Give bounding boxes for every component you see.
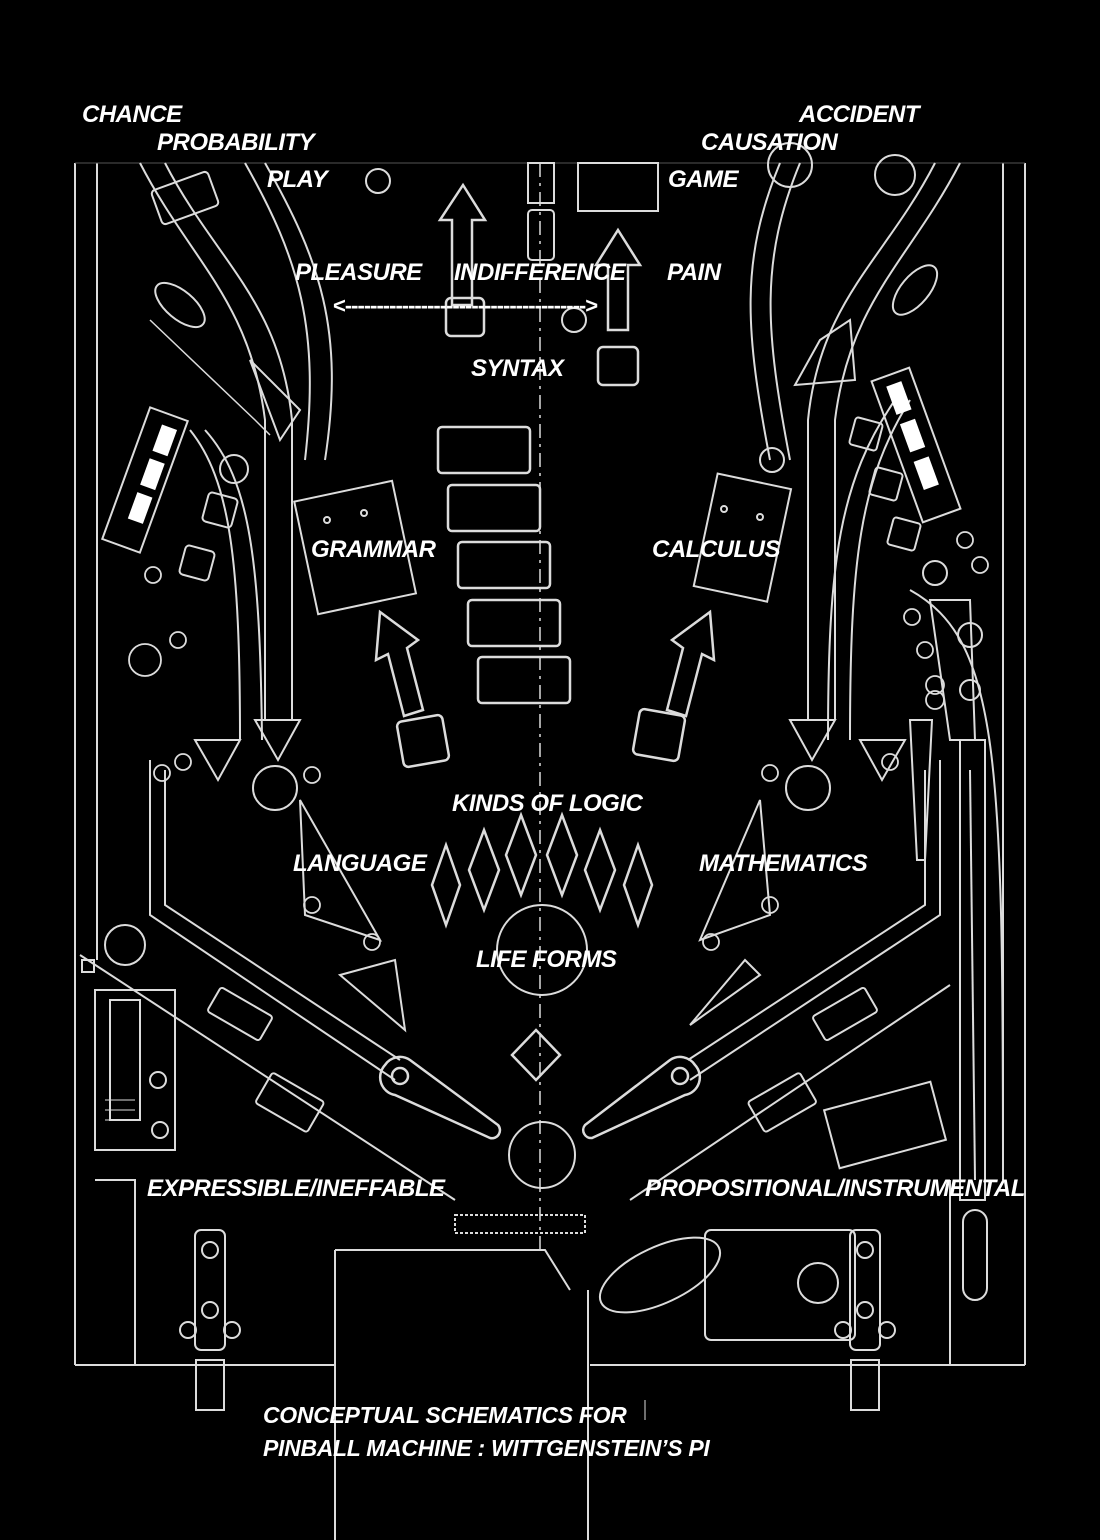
posts — [128, 531, 989, 951]
label-grammar: GRAMMAR — [311, 536, 436, 563]
caption-line-1: CONCEPTUAL SCHEMATICS FOR — [263, 1402, 627, 1428]
label-life-forms: LIFE FORMS — [476, 946, 617, 973]
label-syntax: SYNTAX — [471, 355, 564, 382]
spectrum-arrow: <--------------------------------------> — [333, 293, 598, 318]
right-mechanism — [454, 1214, 896, 1411]
left-ramps — [139, 162, 333, 741]
plates — [293, 472, 793, 616]
label-accident: ACCIDENT — [799, 101, 920, 128]
arrow-inserts — [374, 182, 716, 718]
right-ramps — [749, 162, 983, 741]
cabinet-frame — [74, 162, 1026, 1366]
left-mechanism — [81, 924, 241, 1411]
apron — [95, 1179, 951, 1540]
label-propositional-instrumental: PROPOSITIONAL/INSTRUMENTAL — [645, 1175, 1025, 1202]
center-circles — [496, 904, 588, 1189]
label-language: LANGUAGE — [293, 850, 427, 877]
label-game: GAME — [668, 166, 739, 193]
syntax-ladder — [436, 425, 572, 705]
label-chance: CHANCE — [82, 101, 182, 128]
logic-diamonds — [430, 811, 654, 1082]
label-indifference: INDIFFERENCE — [454, 259, 626, 286]
label-mathematics: MATHEMATICS — [699, 850, 868, 877]
label-play: PLAY — [267, 166, 328, 193]
label-calculus: CALCULUS — [652, 536, 781, 563]
slingshots — [193, 719, 907, 1033]
drop-targets — [100, 366, 962, 582]
shooter-lane — [908, 589, 1004, 1301]
label-probability: PROBABILITY — [157, 129, 315, 156]
inlanes — [79, 760, 951, 1201]
label-expressible-ineffable: EXPRESSIBLE/INEFFABLE — [147, 1175, 445, 1202]
top-lanes — [150, 142, 916, 333]
label-pain: PAIN — [667, 259, 721, 286]
label-pleasure: PLEASURE — [295, 259, 422, 286]
square-inserts — [395, 296, 687, 769]
label-kinds-of-logic: KINDS OF LOGIC — [452, 790, 643, 817]
label-causation: CAUSATION — [701, 129, 838, 156]
flippers — [378, 1055, 702, 1140]
caption-line-2: PINBALL MACHINE : WITTGENSTEIN’S PI — [263, 1435, 710, 1461]
